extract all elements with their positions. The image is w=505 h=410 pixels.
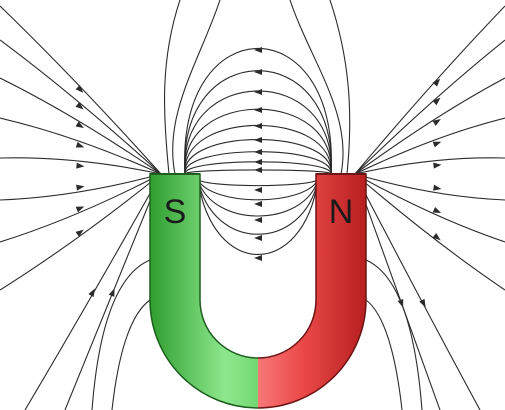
field-line-inner <box>197 179 319 187</box>
field-arrow <box>76 162 85 169</box>
field-line-north-top <box>289 0 344 175</box>
field-arrow <box>419 298 426 308</box>
field-arrow <box>432 119 441 126</box>
field-line-south-outer <box>0 39 162 175</box>
field-arrow <box>254 69 262 75</box>
field-line-north-outer <box>354 39 505 175</box>
field-arrow <box>88 288 95 297</box>
field-direction-arrows <box>75 47 442 308</box>
field-line-north-top <box>329 0 351 175</box>
field-arrow <box>254 255 262 261</box>
field-arrow <box>433 184 442 191</box>
field-arrow <box>397 299 404 308</box>
field-arrow <box>432 232 441 241</box>
field-arrow <box>254 47 262 53</box>
field-line-loop <box>184 125 332 175</box>
north-pole-arm <box>258 173 367 409</box>
field-line-north-outer <box>354 77 505 175</box>
field-line-loop <box>184 161 332 175</box>
field-arrow <box>432 141 442 148</box>
field-line-south-outer <box>0 173 162 243</box>
field-line-inner <box>197 179 319 256</box>
field-line-south-outer <box>64 173 162 410</box>
field-arrow <box>254 89 262 95</box>
field-arrow <box>432 207 442 214</box>
field-arrow <box>75 102 84 110</box>
field-arrow <box>254 187 262 193</box>
field-arrow <box>254 137 262 143</box>
field-line-inner <box>197 179 319 217</box>
field-line-loop <box>184 108 332 175</box>
field-arrow <box>254 123 262 129</box>
field-line-south-top <box>163 0 181 175</box>
field-line-south-outer <box>0 173 162 201</box>
field-arrow <box>254 149 262 155</box>
field-arrow <box>75 206 85 213</box>
field-line-north-outer <box>354 5 505 175</box>
south-pole-arm <box>149 173 258 409</box>
field-line-north-outer <box>354 173 505 243</box>
field-arrow <box>75 121 84 129</box>
field-line-north-outer <box>354 173 481 410</box>
field-line-south-outer <box>0 77 162 175</box>
field-arrow <box>432 78 441 87</box>
field-line-south-outer <box>0 117 162 175</box>
field-arrow <box>432 97 441 106</box>
field-arrow <box>254 167 262 173</box>
field-line-lower-right <box>365 259 423 410</box>
field-arrow <box>108 288 115 297</box>
field-arrow <box>254 159 262 165</box>
field-line-south-top <box>172 0 221 175</box>
field-arrow <box>254 217 262 223</box>
field-line-south-outer <box>0 157 162 175</box>
field-line-north-outer <box>354 173 505 201</box>
field-line-south-outer <box>24 173 162 410</box>
field-arrow <box>76 184 85 191</box>
field-arrow <box>433 162 442 169</box>
field-arrow <box>75 85 84 93</box>
field-arrow <box>254 107 262 113</box>
field-line-lower-left <box>111 299 151 410</box>
field-line-south-outer <box>0 5 162 175</box>
horseshoe-magnet: S N <box>149 173 367 409</box>
field-line-north-outer <box>354 173 505 291</box>
field-arrow <box>75 229 84 237</box>
field-line-inner <box>197 179 319 235</box>
field-line-lower-right <box>365 299 403 410</box>
field-line-south-outer <box>0 173 162 291</box>
south-pole-label: S <box>164 193 187 231</box>
field-line-north-outer <box>354 157 505 175</box>
field-line-north-outer <box>354 117 505 175</box>
field-arrow <box>254 235 262 241</box>
field-arrow <box>75 141 85 148</box>
field-arrow <box>254 201 262 207</box>
field-line-lower-left <box>91 259 151 410</box>
north-pole-label: N <box>329 193 354 231</box>
field-line-loop <box>184 70 332 175</box>
field-line-inner <box>197 179 319 201</box>
